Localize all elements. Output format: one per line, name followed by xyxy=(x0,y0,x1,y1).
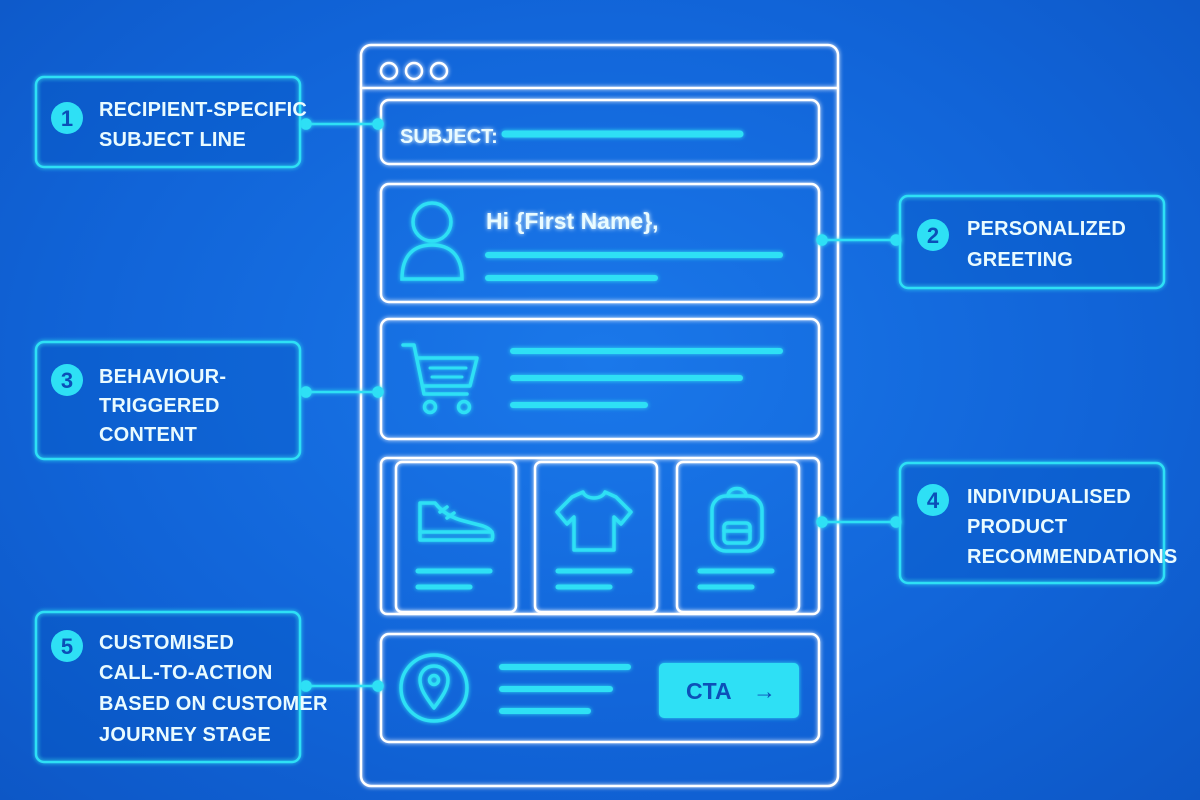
callout-number: 1 xyxy=(61,106,73,131)
callout-number: 4 xyxy=(927,488,940,513)
callout-2: 2 PERSONALIZED GREETING xyxy=(898,194,1166,290)
user-icon xyxy=(400,201,464,281)
cta-label: CTA xyxy=(686,678,732,704)
tshirt-icon xyxy=(555,490,633,552)
callout-label: RECIPIENT-SPECIFIC SUBJECT LINE xyxy=(99,99,313,151)
callout-4: 4 INDIVIDUALISED PRODUCT RECOMMENDATIONS xyxy=(898,461,1177,585)
callout-number: 5 xyxy=(61,634,73,659)
subject-section: SUBJECT: xyxy=(379,98,821,166)
callout-badge xyxy=(917,484,949,516)
callout-badge xyxy=(917,219,949,251)
product-card xyxy=(675,460,801,614)
callout-3: 3 BEHAVIOUR- TRIGGERED CONTENT xyxy=(34,340,302,461)
callout-label: INDIVIDUALISED PRODUCT RECOMMENDATIONS xyxy=(967,486,1177,568)
location-pin-icon xyxy=(399,653,469,723)
connector-3 xyxy=(300,386,384,398)
email-mockup: SUBJECT: Hi {First Name}, xyxy=(359,43,840,788)
sneaker-icon xyxy=(418,501,495,542)
product-card xyxy=(533,460,659,614)
email-window-frame xyxy=(359,43,840,788)
shopping-cart-icon xyxy=(401,343,479,415)
connector-5 xyxy=(300,680,384,692)
callout-badge xyxy=(51,102,83,134)
window-dot xyxy=(379,61,399,81)
window-dot xyxy=(404,61,424,81)
callout-1: 1 RECIPIENT-SPECIFIC SUBJECT LINE xyxy=(34,75,313,169)
cta-arrow-icon: → xyxy=(753,678,776,704)
callout-badge xyxy=(51,630,83,662)
callout-label: BEHAVIOUR- TRIGGERED CONTENT xyxy=(99,366,232,446)
cta-section: CTA → xyxy=(379,632,821,744)
cta-button[interactable]: CTA → xyxy=(659,663,799,718)
product-card xyxy=(394,460,518,614)
callout-number: 3 xyxy=(61,368,73,393)
callout-5: 5 CUSTOMISED CALL-TO-ACTION BASED ON CUS… xyxy=(34,610,333,764)
callout-label: PERSONALIZED GREETING xyxy=(967,218,1132,271)
greeting-section: Hi {First Name}, xyxy=(379,182,821,304)
subject-label: SUBJECT: xyxy=(400,126,498,148)
connector-2 xyxy=(816,234,902,246)
callouts: 1 RECIPIENT-SPECIFIC SUBJECT LINE 2 PERS… xyxy=(34,75,1177,764)
callout-label: CUSTOMISED CALL-TO-ACTION BASED ON CUSTO… xyxy=(99,632,333,746)
callout-number: 2 xyxy=(927,223,939,248)
connector-4 xyxy=(816,516,902,528)
content-section xyxy=(379,317,821,441)
window-dot xyxy=(429,61,449,81)
greeting-text: Hi {First Name}, xyxy=(486,208,659,234)
connectors xyxy=(300,118,902,692)
backpack-icon xyxy=(710,486,764,553)
connector-1 xyxy=(300,118,384,130)
callout-badge xyxy=(51,364,83,396)
products-section xyxy=(379,456,821,616)
